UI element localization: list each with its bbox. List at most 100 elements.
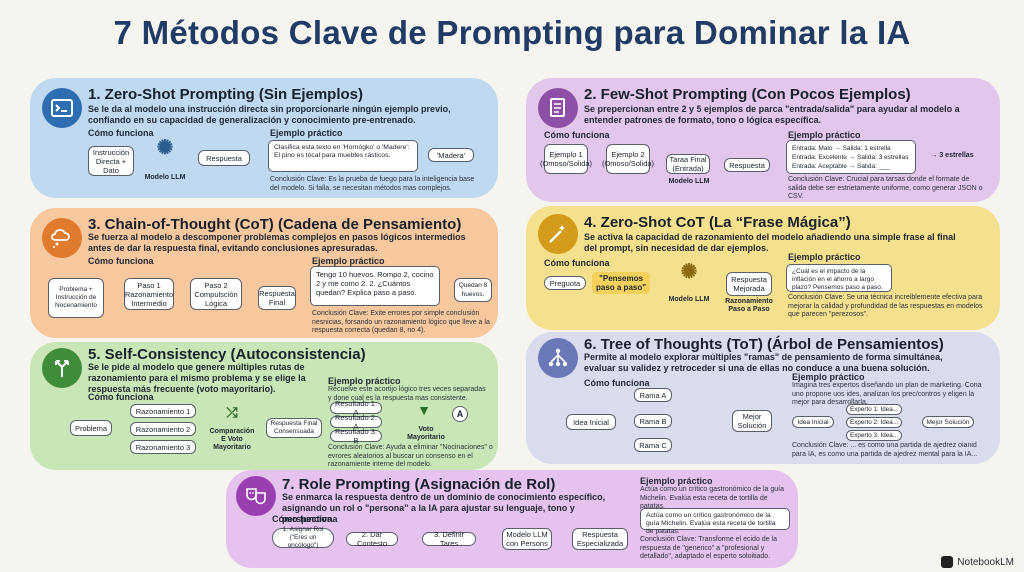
card-tree-of-thoughts: 6. Tree of Thoughts (ToT) (Árbol de Pens… bbox=[526, 332, 1000, 464]
flow-step-label: Modelo LLM bbox=[144, 174, 186, 181]
card-heading: 1. Zero-Shot Prompting (Sin Ejemplos) bbox=[88, 86, 364, 103]
flow-step: Taraa Final (Entrada) bbox=[666, 154, 710, 174]
card-few-shot: 2. Few-Shot Prompting (Con Pocos Ejemplo… bbox=[526, 78, 1000, 202]
tree-network-icon bbox=[538, 338, 578, 378]
flow-step: Idea Inicial bbox=[566, 414, 616, 430]
how-it-works-label: Cómo funciona bbox=[88, 392, 154, 402]
magic-wand-icon bbox=[538, 214, 578, 254]
flow-step: Respuesta Mejorada bbox=[726, 272, 772, 296]
documents-icon bbox=[538, 88, 578, 128]
flow-step: Paso 2 Compulsción Lógica bbox=[190, 278, 242, 310]
card-heading: 3. Chain-of-Thought (CoT) (Cadena de Pen… bbox=[88, 216, 462, 233]
flow-step-label: Comparación E Voto Mayoritario bbox=[209, 428, 255, 451]
card-heading: 5. Self-Consistency (Autoconsistencia) bbox=[88, 346, 366, 363]
how-it-works-label: Cómo funciona bbox=[584, 378, 650, 388]
example-answer: Quedan 8 huevos. bbox=[454, 278, 492, 302]
flow-step: Respuesta Especializada bbox=[572, 528, 628, 550]
flow-step: Respuesta bbox=[724, 158, 770, 172]
flow-step: Mejor Solución bbox=[732, 410, 772, 432]
example-label: Ejemplo práctico bbox=[270, 128, 343, 138]
card-zero-shot-cot: 4. Zero-Shot CoT (La “Frase Mágica”) Se … bbox=[526, 206, 1000, 330]
card-chain-of-thought: 3. Chain-of-Thought (CoT) (Cadena de Pen… bbox=[30, 208, 498, 338]
shuffle-icon: ⤮ bbox=[226, 404, 238, 420]
brain-icon: ✺ bbox=[680, 261, 698, 283]
card-description: Se le pide al modelo que genere múltiple… bbox=[88, 362, 306, 394]
flow-step: Razonamiento 2 bbox=[130, 422, 196, 436]
theater-masks-icon bbox=[236, 476, 276, 516]
flow-step: 2. Dar Contesto bbox=[346, 530, 398, 548]
example-answer: → 3 estrellas bbox=[930, 152, 974, 159]
vote-label: Voto Mayoritario bbox=[407, 426, 445, 441]
card-zero-shot: 1. Zero-Shot Prompting (Sin Ejemplos) Se… bbox=[30, 78, 498, 198]
example-prompt: Actúa como un crítico gastronómico de la… bbox=[640, 508, 790, 535]
example-line: Entrada: Excelente → Salida: 3 estrellas bbox=[792, 154, 909, 161]
result-item: Resultado 3: B bbox=[330, 427, 382, 445]
flow-step: Razonamiento 3 bbox=[130, 440, 196, 454]
example-description: Actúa como un crítico gastronómico de la… bbox=[640, 486, 784, 510]
card-description: Permite al modelo explorar múltiples "ra… bbox=[584, 352, 943, 373]
key-conclusion: Conclusión Clave: Transforme el ecido de… bbox=[640, 536, 777, 560]
flow-step: Preguota bbox=[544, 276, 586, 290]
notebooklm-logo-icon bbox=[941, 556, 954, 568]
how-it-works-label: Cómo funciona bbox=[544, 130, 610, 140]
brain-icon: ✺ bbox=[156, 137, 174, 159]
mini-step: Idea Inicial bbox=[792, 416, 834, 428]
flow-step: 1. Asignar Rol ("Eres un oncólogo") bbox=[272, 526, 334, 549]
funnel-icon: ▼ bbox=[417, 402, 431, 418]
page-title: 7 Métodos Clave de Prompting para Domina… bbox=[113, 14, 911, 51]
example-label: Ejemplo práctico bbox=[788, 252, 861, 262]
flow-step: Rama A bbox=[634, 388, 672, 402]
flow-step: Rama C bbox=[634, 438, 672, 452]
example-prompt: Clasifica esta texto en 'Hornógko' o 'Ma… bbox=[268, 140, 418, 172]
card-description: Se enmarca la respuesta dentro de un dom… bbox=[282, 492, 606, 524]
card-heading: 2. Few-Shot Prompting (Con Pocos Ejemplo… bbox=[584, 86, 911, 103]
mini-step: Experto 3: Idea... bbox=[846, 430, 902, 441]
flow-step: 3. Definir Tares bbox=[422, 530, 476, 548]
mini-step: Mejor Solución bbox=[922, 416, 974, 428]
vote-result: A bbox=[452, 406, 468, 422]
flow-step: Paso 1 Razonamiento Intermedio bbox=[124, 278, 174, 310]
flow-step: Modelo LLM con Persons bbox=[502, 528, 552, 550]
flow-step: Problema + Instrucción de Nocenamiento bbox=[48, 278, 104, 318]
example-description: Recuelve este acortijo lógico tres veces… bbox=[328, 386, 486, 402]
flow-step: Ejemplo 2 (Omoso/Solida) bbox=[602, 144, 654, 174]
card-description: Se activa la capacidad de razonamiento d… bbox=[584, 232, 956, 253]
example-line: Entrada: Malo → Salida: 1 estrella bbox=[792, 145, 891, 152]
flow-step-label: Modelo LLM bbox=[668, 296, 710, 303]
key-conclusion: Conclusión Clave: Ayuda a eliminar "Noci… bbox=[328, 444, 493, 468]
key-conclusion: Conclusión Clave: Exite errores por simp… bbox=[312, 310, 490, 334]
key-conclusion: Conclusión Clave: Crucial para tarsas do… bbox=[788, 176, 983, 200]
card-heading: 7. Role Prompting (Asignación de Rol) bbox=[282, 476, 556, 493]
magic-phrase: "Pensemos paso a paso" bbox=[592, 272, 650, 294]
flow-step: Problema bbox=[70, 420, 112, 436]
key-conclusion: Conclusión Clave: Se una técnica increib… bbox=[788, 294, 983, 318]
flow-caption: Razonamiento Paso a Paso bbox=[725, 298, 773, 313]
example-description: Imagina tres expertos diseñando un plan … bbox=[792, 382, 982, 406]
example-prompt: ¿Cuál es el impacto de la inflación en e… bbox=[786, 264, 892, 292]
flow-step: Instrucción Directa + Dato bbox=[88, 146, 134, 176]
card-description: Se le da al modelo una instrucción direc… bbox=[88, 104, 451, 125]
card-role-prompting: 7. Role Prompting (Asignación de Rol) Se… bbox=[226, 470, 798, 568]
flow-step: Ejemplo 1 (Omoso/Solida) bbox=[540, 144, 592, 174]
brand-name: NotebookLM bbox=[957, 556, 1014, 568]
card-self-consistency: 5. Self-Consistency (Autoconsistencia) S… bbox=[30, 342, 498, 470]
flow-step: Respuesta Final Consensuada bbox=[266, 418, 322, 438]
mini-step: Experto 2: Idea... bbox=[846, 417, 902, 428]
brand-badge: NotebookLM bbox=[941, 556, 1014, 568]
card-heading: 4. Zero-Shot CoT (La “Frase Mágica”) bbox=[584, 214, 851, 231]
split-arrows-icon bbox=[42, 348, 82, 388]
thought-bubble-icon bbox=[42, 218, 82, 258]
example-label: Ejemplo práctico bbox=[788, 130, 861, 140]
flow-step: Razonamiento 1 bbox=[130, 404, 196, 418]
flow-step-label: Modelo LLM bbox=[668, 178, 710, 185]
example-line: Entrada: Aceptable → Salida: ___ bbox=[792, 163, 890, 170]
mini-step: Experto 1: Idea... bbox=[846, 404, 902, 415]
card-description: Se fuerza al modelo a descomponer proble… bbox=[88, 232, 466, 253]
example-label: Ejemplo práctico bbox=[328, 376, 401, 386]
how-it-works-label: Cómo funciona bbox=[88, 256, 154, 266]
terminal-icon bbox=[42, 88, 82, 128]
example-label: Ejemplo práctico bbox=[312, 256, 385, 266]
how-it-works-label: Cómo funciona bbox=[88, 128, 154, 138]
key-conclusion: Conclusión Clave: Es la prueba de fuego … bbox=[270, 176, 475, 192]
card-description: Se prepercionan entre 2 y 5 ejemplos de … bbox=[584, 104, 960, 125]
